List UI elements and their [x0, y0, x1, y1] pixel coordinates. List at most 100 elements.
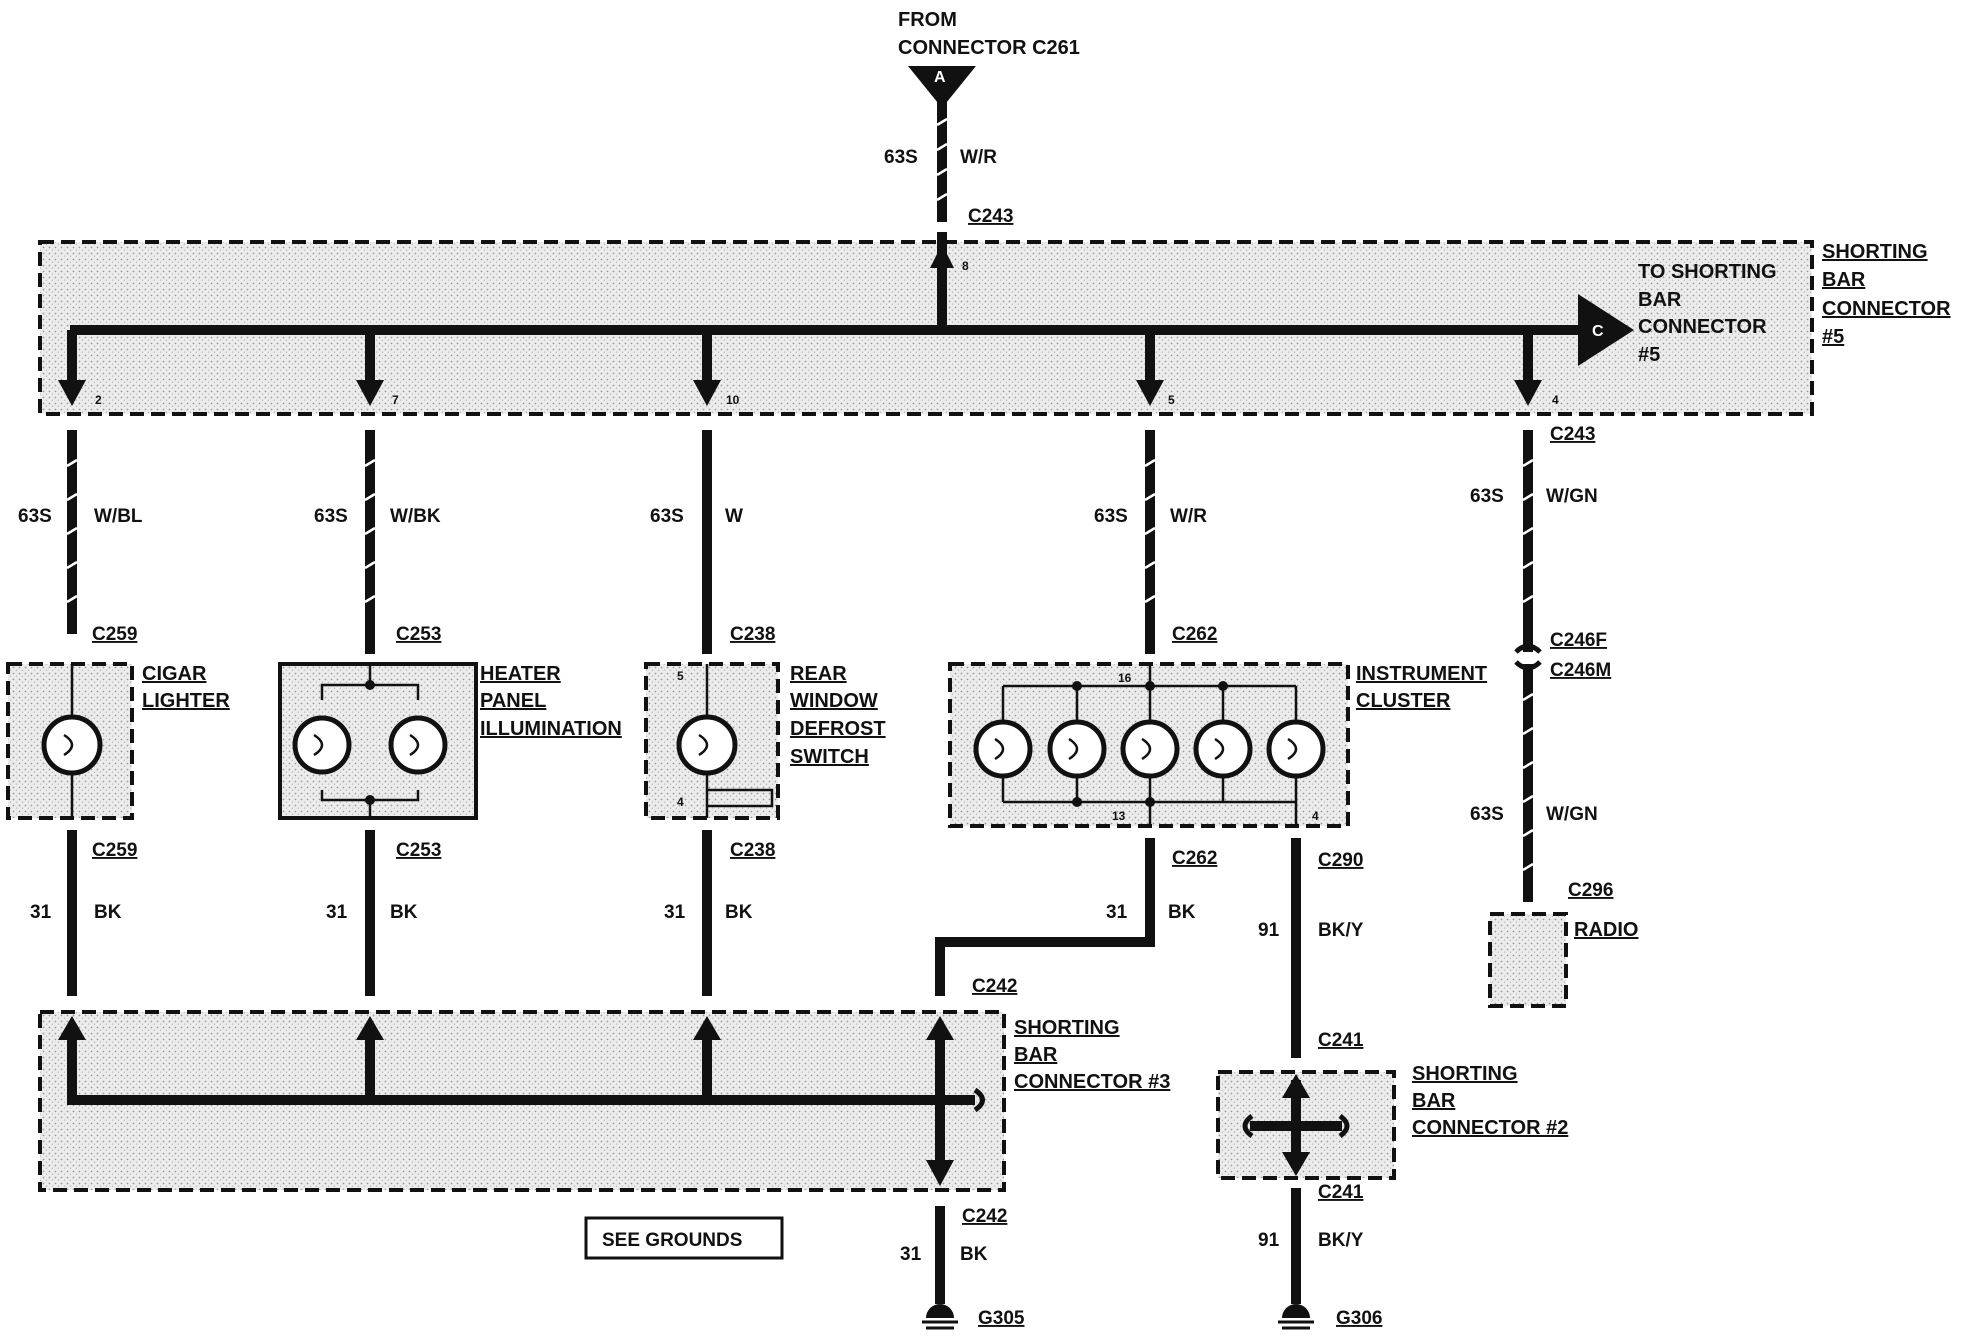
ground4-circuit-label: 31	[1106, 902, 1128, 923]
ground6-color-label: BK	[960, 1244, 988, 1265]
destination-connector-triangle	[1578, 294, 1634, 366]
feed-wire: 63S W/R C243	[884, 100, 1013, 227]
branch-wire-cluster: 63S W/R C262	[1094, 430, 1217, 654]
connector-c296: C296	[1568, 880, 1613, 901]
connector-c253-bottom: C253	[396, 840, 441, 861]
shorting-bar-connector-5: 8 2 7 10 5 4 C TO SHORTING BAR CONNECTOR…	[38, 232, 1951, 416]
heater-label-line1: HEATER	[480, 663, 561, 685]
radio-color-top-label: W/GN	[1546, 486, 1598, 507]
connector-c243-radio: C243	[1550, 424, 1595, 445]
connector-c243-top: C243	[968, 206, 1013, 227]
sb5-input-pin: 8	[962, 259, 969, 273]
sb5-pin-5: 5	[1168, 393, 1175, 407]
ground7-color-label: BK/Y	[1318, 1230, 1364, 1251]
source-connector-letter: A	[934, 69, 946, 86]
defrost-label-line3: DEFROST	[790, 718, 886, 740]
connector-c241-top: C241	[1318, 1030, 1364, 1051]
radio: RADIO	[1488, 912, 1638, 1008]
sb5-label-line4: #5	[1822, 326, 1844, 348]
sb5-pin-2: 2	[95, 393, 102, 407]
heater-label-line2: PANEL	[480, 690, 546, 712]
cluster-circuit-label: 63S	[1094, 506, 1128, 527]
ground-g306-label: G306	[1336, 1308, 1382, 1329]
defrost-pin-bottom: 4	[677, 795, 684, 809]
ground3-color-label: BK	[725, 902, 753, 923]
defrost-label-line4: SWITCH	[790, 746, 869, 768]
defrost-pin-top: 5	[677, 669, 684, 683]
connector-c262-bottom: C262	[1172, 848, 1217, 869]
cluster-pin-top: 16	[1118, 671, 1132, 685]
defrost-label-line2: WINDOW	[790, 690, 878, 712]
cigar-circuit-label: 63S	[18, 506, 52, 527]
sb3-label-line3: CONNECTOR #3	[1014, 1071, 1170, 1093]
connector-c242-bottom: C242	[962, 1206, 1007, 1227]
defrost-circuit-label: 63S	[650, 506, 684, 527]
source-connector-c261: FROM CONNECTOR C261 A	[898, 9, 1080, 108]
ground1-color-label: BK	[94, 902, 122, 923]
connector-c290: C290	[1318, 850, 1363, 871]
connector-c259-bottom: C259	[92, 840, 137, 861]
ground1-circuit-label: 31	[30, 902, 52, 923]
cluster-pin-bottom-right: 4	[1312, 809, 1319, 823]
connector-c262-top: C262	[1172, 624, 1217, 645]
connector-c246m: C246M	[1550, 660, 1611, 681]
source-heading-line1: FROM	[898, 9, 957, 31]
defrost-label-line1: REAR	[790, 663, 847, 685]
ground-g306-icon	[1278, 1304, 1314, 1330]
cluster-label-line1: INSTRUMENT	[1356, 663, 1487, 685]
connector-c259-top: C259	[92, 624, 137, 645]
sb5-pin-7: 7	[392, 393, 399, 407]
radio-circuit-bottom-label: 63S	[1470, 804, 1504, 825]
defrost-switch-box	[644, 662, 780, 820]
ground5-circuit-label: 91	[1258, 920, 1280, 941]
sb2-label-line3: CONNECTOR #2	[1412, 1117, 1568, 1139]
ground7-circuit-label: 91	[1258, 1230, 1280, 1251]
sb3-label-line1: SHORTING	[1014, 1017, 1120, 1039]
destination-label-line4: #5	[1638, 344, 1660, 366]
ground6-circuit-label: 31	[900, 1244, 922, 1265]
sb5-pin-4: 4	[1552, 393, 1559, 407]
ground-wire-defrost: C238 31 BK	[664, 830, 775, 996]
shorting-bar-connector-2: C241 SHORTING BAR CONNECTOR #2	[1216, 1030, 1568, 1180]
sb3-label-line2: BAR	[1014, 1044, 1058, 1066]
connector-c238-top: C238	[730, 624, 775, 645]
see-grounds-label: SEE GROUNDS	[602, 1230, 742, 1251]
branch-wire-cigar: 63S W/BL C259	[18, 430, 143, 645]
ground-wire-cluster-pin4: C290 91 BK/Y	[1258, 838, 1364, 1058]
instrument-cluster: 16 13 4 INSTRUMENT CLUSTER	[948, 662, 1487, 828]
sb2-label-line2: BAR	[1412, 1090, 1456, 1112]
branch-wire-radio: C243 63S W/GN C246F C246M 63S W/GN C296	[1470, 424, 1613, 902]
sb5-label-line3: CONNECTOR	[1822, 298, 1951, 320]
cluster-label-line2: CLUSTER	[1356, 690, 1451, 712]
feed-color-label: W/R	[960, 147, 997, 168]
connector-c246f: C246F	[1550, 630, 1607, 651]
rear-window-defrost-switch: 5 4 REAR WINDOW DEFROST SWITCH	[644, 662, 886, 820]
ground-g305-icon	[922, 1304, 958, 1330]
connector-c241-bottom: C241	[1318, 1182, 1364, 1203]
heater-panel-illumination: HEATER PANEL ILLUMINATION	[278, 662, 622, 820]
see-grounds-box[interactable]	[584, 1216, 784, 1260]
destination-connector-letter: C	[1592, 323, 1604, 340]
destination-label-line2: BAR	[1638, 289, 1682, 311]
radio-box	[1488, 912, 1568, 1008]
destination-label-line3: CONNECTOR	[1638, 316, 1767, 338]
source-connector-triangle	[908, 66, 976, 108]
sb5-pin-10: 10	[726, 393, 740, 407]
cigar-label-line2: LIGHTER	[142, 690, 230, 712]
defrost-color-label: W	[725, 506, 743, 527]
ground-g305: C242 31 BK G305	[900, 1206, 1025, 1330]
ground2-circuit-label: 31	[326, 902, 348, 923]
source-heading-line2: CONNECTOR C261	[898, 37, 1080, 59]
radio-color-bottom-label: W/GN	[1546, 804, 1598, 825]
ground-wire-cigar: C259 31 BK	[30, 830, 137, 996]
heater-circuit-label: 63S	[314, 506, 348, 527]
connector-c242-top: C242	[972, 976, 1017, 997]
see-grounds-reference[interactable]: SEE GROUNDS	[584, 1216, 784, 1260]
connector-c238-bottom: C238	[730, 840, 775, 861]
ground-wire-heater: C253 31 BK	[326, 830, 441, 996]
sb5-label-line1: SHORTING	[1822, 241, 1928, 263]
ground-g306: C241 91 BK/Y G306	[1258, 1182, 1382, 1330]
ground-g305-label: G305	[978, 1308, 1025, 1329]
cluster-pin-bottom-left: 13	[1112, 809, 1126, 823]
